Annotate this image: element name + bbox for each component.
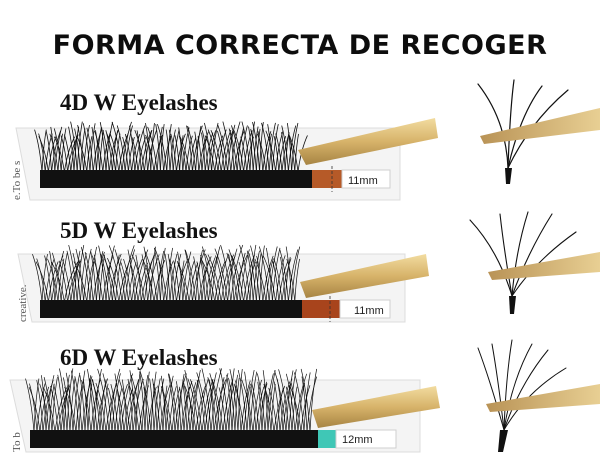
length-label-4d: 11mm xyxy=(348,175,378,187)
tweezer-fan-5d xyxy=(488,252,600,280)
tweezer-4d xyxy=(298,118,438,165)
strip-side-text-5d: creative. xyxy=(17,284,29,322)
lash-strip-4d: e.To be s 11mm xyxy=(11,118,438,201)
tweezer-fan-6d xyxy=(486,384,600,412)
fan-4d xyxy=(477,79,600,184)
tweezer-5d xyxy=(300,254,429,298)
tape-5d xyxy=(302,300,340,318)
lash-strip-5d: creative. 11mm xyxy=(17,244,429,323)
page-title: FORMA CORRECTA DE RECOGER xyxy=(52,30,548,61)
tape-4d xyxy=(312,170,342,188)
lash-strip-6d: To b 12mm xyxy=(9,368,440,453)
fan-6d xyxy=(477,339,600,452)
row-label-6d: 6D W Eyelashes xyxy=(60,345,218,370)
row-label-4d: 4D W Eyelashes xyxy=(60,90,218,115)
row-label-5d: 5D W Eyelashes xyxy=(60,218,218,243)
tweezer-fan-4d xyxy=(480,108,600,144)
strip-side-text-6d: To b xyxy=(11,432,23,452)
strip-side-text-4d: e.To be s xyxy=(11,161,23,200)
tape-6d xyxy=(318,430,336,448)
fan-5d xyxy=(469,211,600,314)
tweezer-6d xyxy=(312,386,440,428)
length-label-6d: 12mm xyxy=(342,434,373,446)
length-label-5d: 11mm xyxy=(354,305,384,317)
